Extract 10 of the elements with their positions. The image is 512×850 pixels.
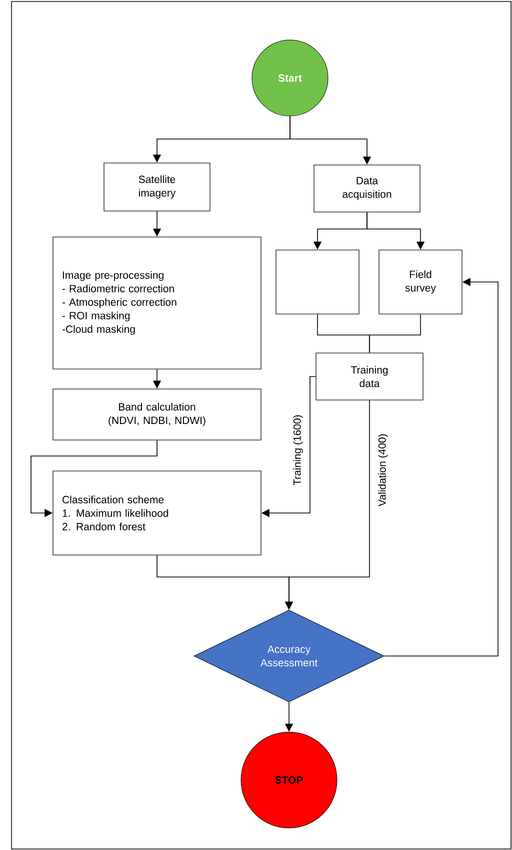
process-box: Band calculation (NDVI, NDBI, NDWI) — [52, 388, 262, 440]
edge-label: Validation (400) — [377, 432, 389, 508]
process-box: Satellite imagery — [104, 162, 210, 212]
data-box: Training data — [316, 352, 424, 400]
process-box: Data acquisition — [314, 164, 420, 212]
process-box: Image pre-processing - Radiometric correction - Atmospheric correction - ROI masking -Cloud masking — [52, 236, 262, 370]
process-box: Field survey — [378, 250, 462, 314]
source-box — [276, 250, 360, 314]
process-box: Classification scheme 1. Maximum likelihood 2. Random forest — [52, 470, 262, 556]
edge-label: Training (1600) — [292, 414, 304, 486]
